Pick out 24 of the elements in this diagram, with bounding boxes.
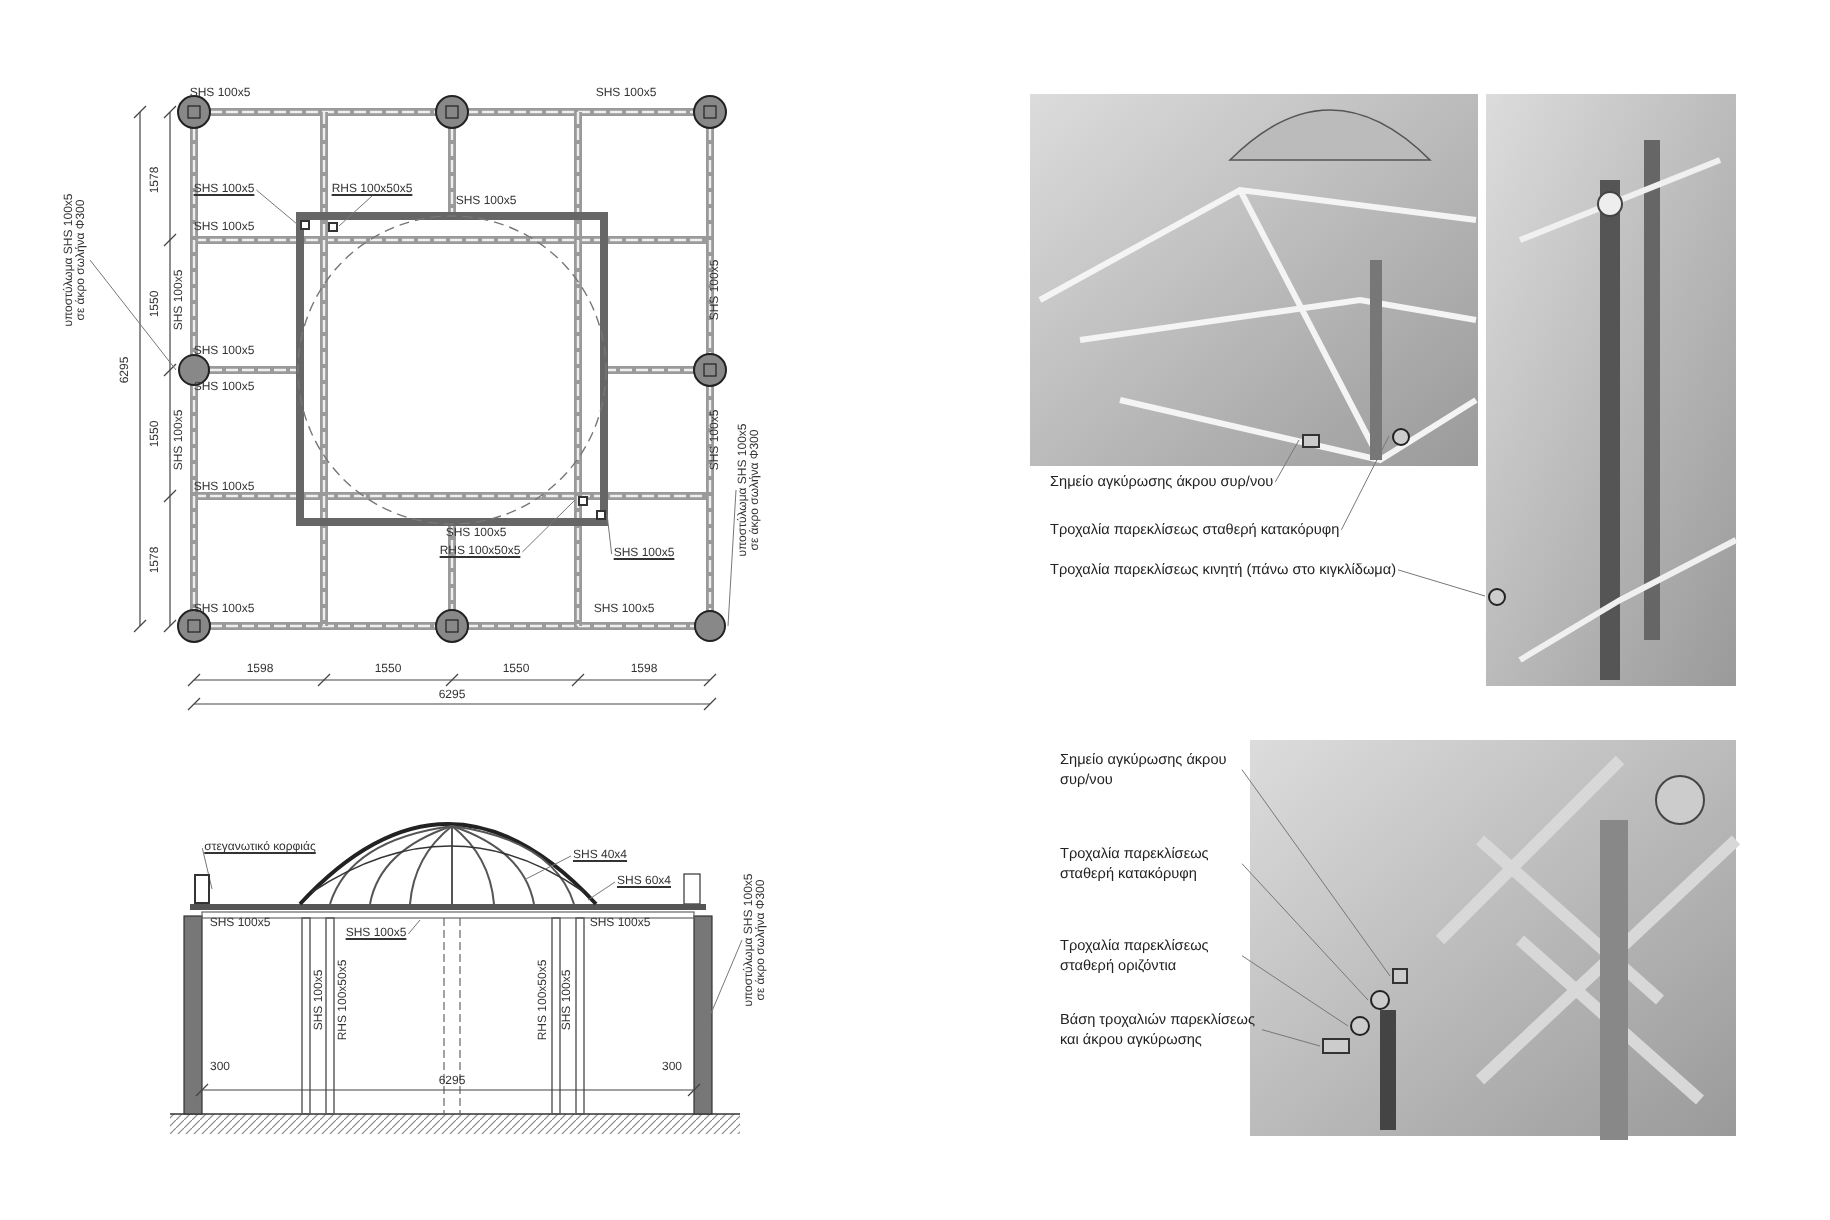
- column-section: [694, 610, 726, 642]
- leader-line: [338, 195, 373, 227]
- leader-line: [201, 847, 213, 890]
- leader-line: [89, 259, 177, 371]
- leader-line: [1397, 569, 1486, 597]
- leader-line: [1261, 1029, 1321, 1047]
- post-section: [299, 219, 309, 229]
- anchor-plate: [1392, 968, 1408, 984]
- parapet: [194, 874, 210, 904]
- leader-line: [255, 189, 298, 225]
- leader-line: [521, 499, 576, 553]
- leader-line: [587, 881, 616, 901]
- leader-line: [523, 855, 572, 881]
- leader-line: [1241, 769, 1391, 977]
- post-section: [595, 509, 605, 519]
- leader-line: [407, 919, 421, 935]
- post-section: [577, 495, 587, 505]
- leader-line: [727, 489, 737, 627]
- leader-line: [1241, 863, 1369, 1001]
- post-section: [327, 221, 337, 231]
- leader-line: [1274, 439, 1300, 483]
- leader-line: [606, 513, 613, 555]
- leader-line: [1340, 435, 1390, 531]
- base-plate: [1322, 1038, 1350, 1054]
